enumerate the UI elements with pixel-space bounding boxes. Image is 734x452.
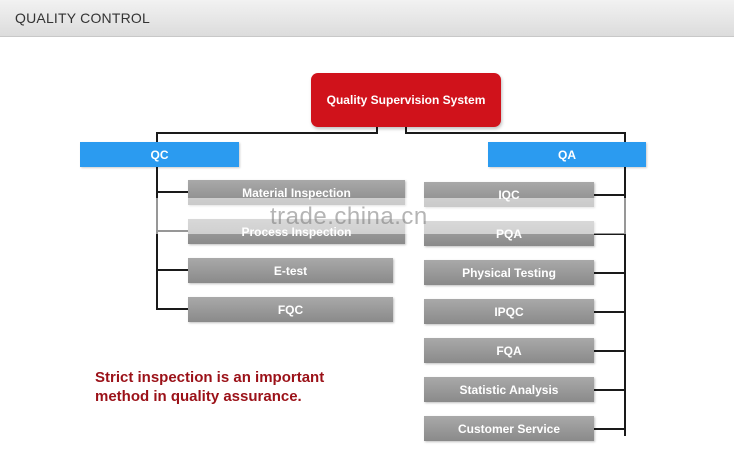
top-connector-right: [405, 132, 626, 134]
qa-branch-4: [594, 311, 626, 313]
quality-note-line-1: Strict inspection is an important: [95, 369, 325, 386]
qc-item-e-test: E-test: [188, 258, 393, 283]
qa-drop: [624, 132, 626, 142]
qc-item-fqc: FQC: [188, 297, 393, 322]
qa-item-customer-service: Customer Service: [424, 416, 594, 441]
qc-branch-4: [156, 308, 188, 310]
watermark-band: [150, 198, 634, 234]
qa-item-ipqc: IPQC: [424, 299, 594, 324]
qa-spine: [624, 166, 626, 436]
qa-branch-2: [594, 233, 626, 235]
qa-branch-7: [594, 428, 626, 430]
qc-branch-3: [156, 269, 188, 271]
qc-drop: [156, 132, 158, 142]
root-stem: [376, 127, 378, 133]
quality-note-line-2: method in quality assurance.: [95, 388, 302, 405]
qa-node: QA: [488, 142, 646, 167]
qa-branch-6: [594, 389, 626, 391]
qa-item-fqa: FQA: [424, 338, 594, 363]
header-band: [0, 0, 734, 37]
qc-node: QC: [80, 142, 239, 167]
root-stem-right: [405, 127, 407, 133]
top-connector-left: [156, 132, 378, 134]
watermark: trade.china.cn: [270, 203, 428, 230]
qa-item-statistic-analysis: Statistic Analysis: [424, 377, 594, 402]
root-node: Quality Supervision System: [311, 73, 501, 127]
qa-item-physical-testing: Physical Testing: [424, 260, 594, 285]
page-title: QUALITY CONTROL: [15, 10, 150, 26]
qc-spine: [156, 166, 158, 310]
qa-branch-3: [594, 272, 626, 274]
quality-note: Strict inspection is an important method…: [95, 368, 395, 406]
qa-branch-1: [594, 194, 626, 196]
qa-branch-5: [594, 350, 626, 352]
qc-branch-1: [156, 191, 188, 193]
